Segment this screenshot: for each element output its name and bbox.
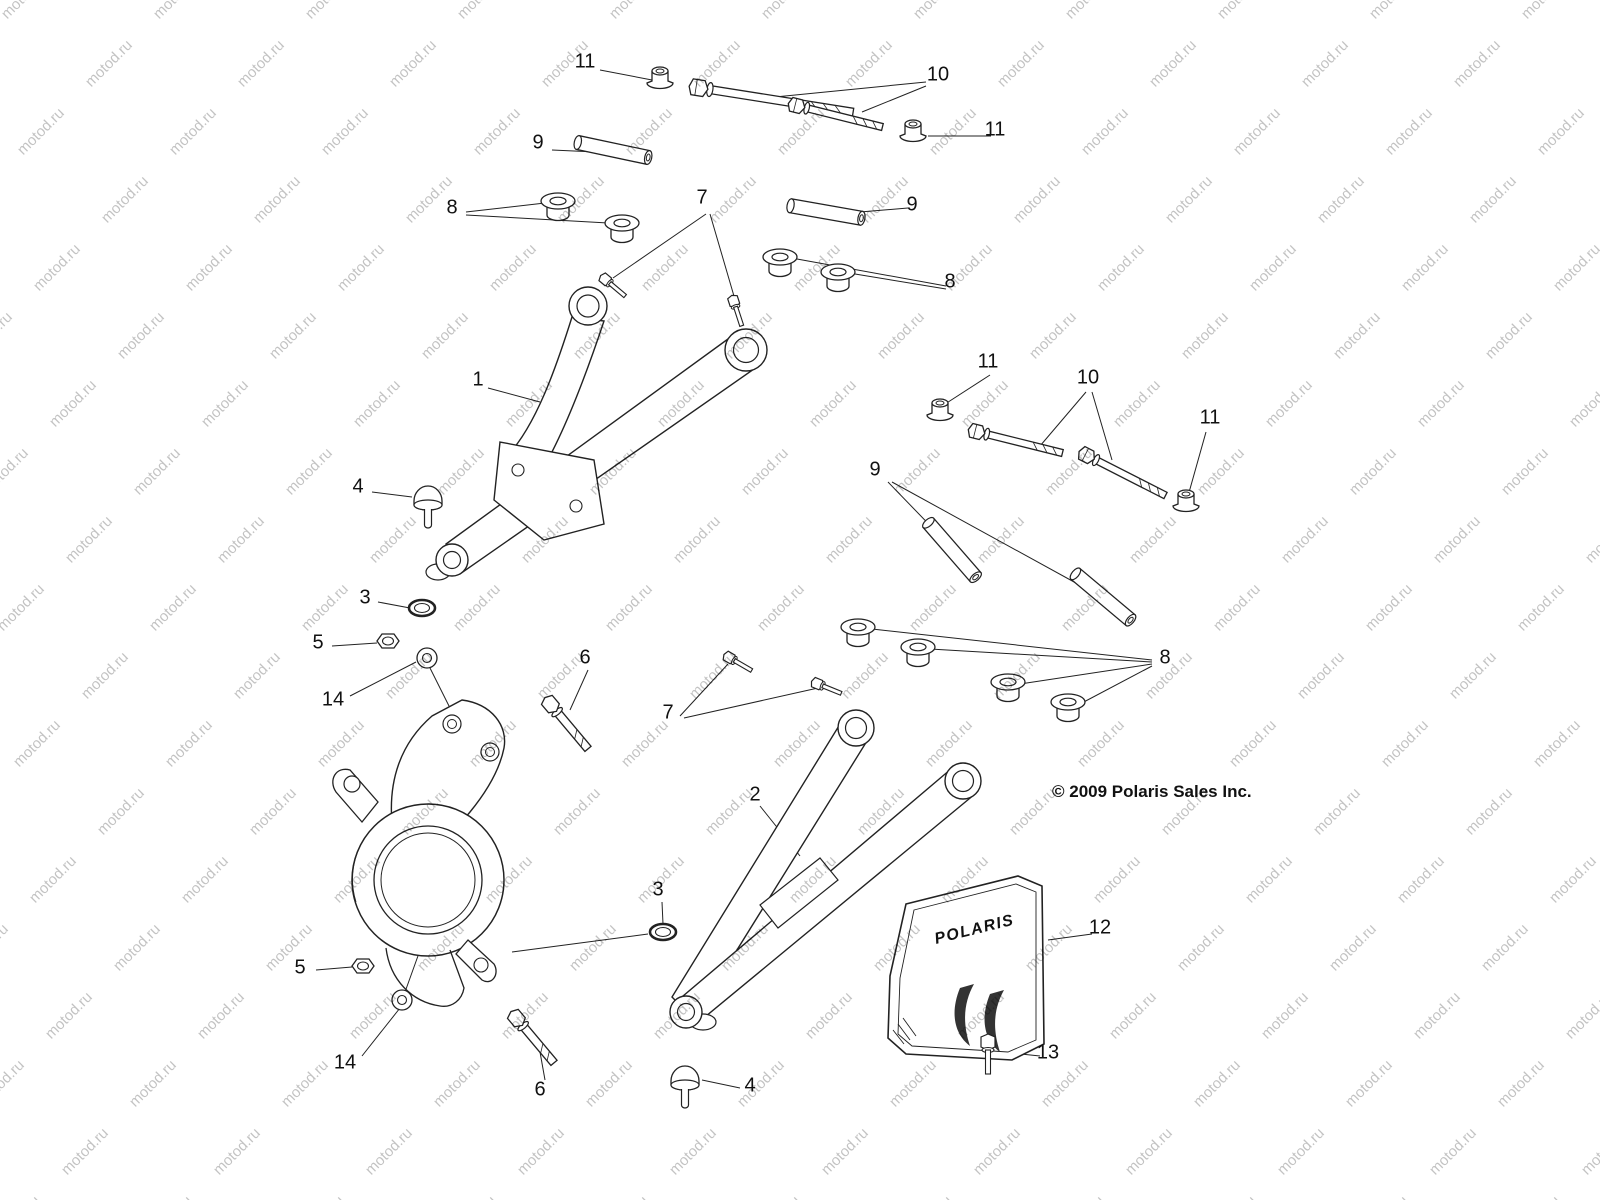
skid-plate: POLARIS	[887, 875, 1045, 1061]
callout-14: 14	[333, 1051, 357, 1074]
callout-11: 11	[984, 118, 1006, 141]
callout-3: 3	[359, 586, 371, 609]
callout-10: 10	[1076, 366, 1100, 389]
callout-3: 3	[652, 878, 664, 901]
callout-8: 8	[446, 196, 458, 219]
callout-12: 12	[1088, 916, 1112, 939]
callout-6: 6	[534, 1078, 546, 1101]
callout-10: 10	[926, 63, 950, 86]
callout-13: 13	[1036, 1041, 1060, 1064]
callout-7: 7	[662, 701, 674, 724]
callout-11: 11	[977, 350, 999, 373]
copyright-text: © 2009 Polaris Sales Inc.	[1052, 782, 1252, 801]
leader-lines	[315, 69, 1207, 1089]
callout-9: 9	[532, 131, 544, 154]
callout-2: 2	[749, 783, 761, 806]
callout-5: 5	[294, 956, 306, 979]
lower-control-arm	[669, 709, 982, 1031]
upper-control-arm	[425, 286, 768, 581]
callout-8: 8	[1159, 646, 1171, 669]
callout-9: 9	[869, 458, 881, 481]
callout-8: 8	[944, 270, 956, 293]
callout-11: 11	[1199, 406, 1221, 429]
steering-knuckle	[332, 699, 506, 1007]
callout-6: 6	[579, 646, 591, 669]
callout-7: 7	[696, 186, 708, 209]
callout-1: 1	[472, 368, 484, 391]
callout-11: 11	[574, 50, 596, 73]
callout-4: 4	[744, 1074, 756, 1097]
callout-9: 9	[906, 193, 918, 216]
callout-14: 14	[321, 688, 345, 711]
callout-4: 4	[352, 475, 364, 498]
callout-5: 5	[312, 631, 324, 654]
